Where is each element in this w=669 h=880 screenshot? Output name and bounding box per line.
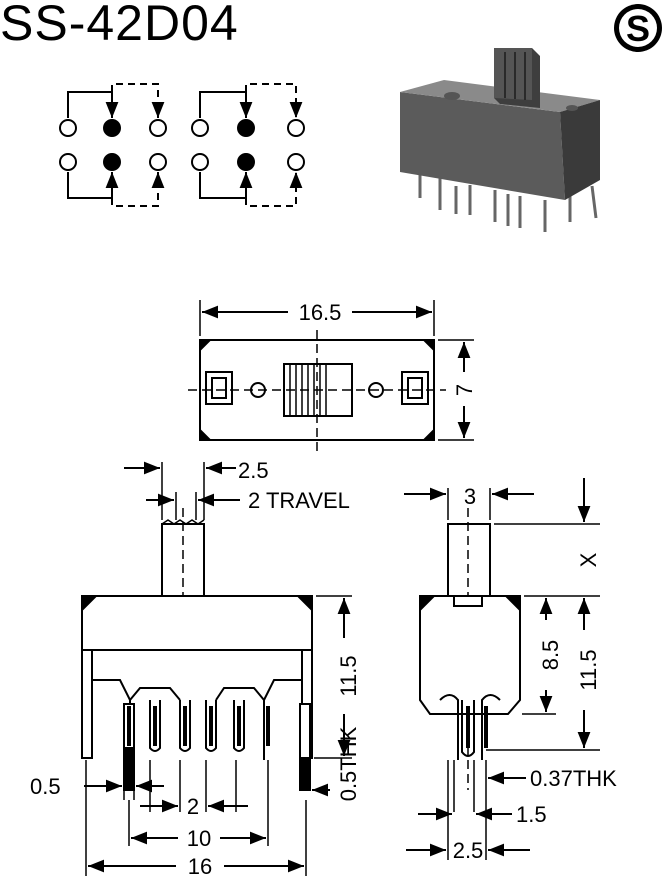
dim-side-11-5: 11.5 xyxy=(576,649,601,690)
dim-side-actuator: 3 xyxy=(464,484,476,509)
dim-body-height: 11.5 xyxy=(336,655,361,696)
part-number-title: SS-42D04 xyxy=(0,0,239,51)
dim-overall-width: 16 xyxy=(188,854,212,879)
dim-top-width: 16.5 xyxy=(299,300,342,325)
schematic-group-right xyxy=(191,83,305,207)
logo-letter: S xyxy=(626,8,650,49)
schematic-group-left xyxy=(59,83,167,207)
dim-travel: 2 TRAVEL xyxy=(248,488,350,513)
dim-side-8-5: 8.5 xyxy=(538,640,563,671)
dim-side-1-5: 1.5 xyxy=(516,802,547,827)
dim-side-2-5: 2.5 xyxy=(453,838,484,863)
dim-pin-span: 10 xyxy=(187,826,211,851)
product-photo xyxy=(400,48,600,232)
dim-top-height: 7 xyxy=(452,384,477,396)
top-view xyxy=(188,300,474,452)
circuit-schematic xyxy=(59,83,305,207)
dim-side-x: X xyxy=(576,552,601,567)
side-view xyxy=(404,478,600,860)
dim-actuator-width: 2.5 xyxy=(238,458,269,483)
dim-side-pin-thk: 0.37THK xyxy=(530,766,617,791)
dim-pin-width: 0.5 xyxy=(30,774,61,799)
brand-s-logo: S xyxy=(614,4,662,52)
dim-pin-pitch: 2 xyxy=(187,794,199,819)
dim-pin-thickness: 0.5THK xyxy=(336,726,361,801)
front-view xyxy=(81,461,352,876)
